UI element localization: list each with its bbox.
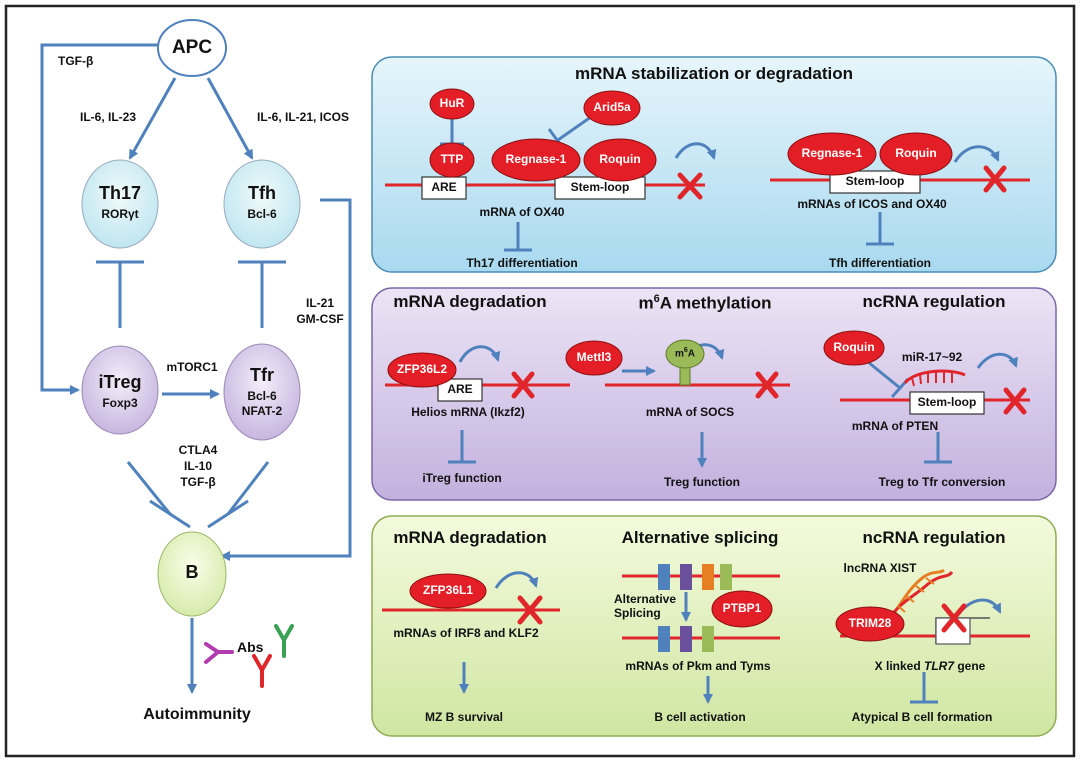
mrnas-icos-label: mRNAs of ICOS and OX40 <box>797 197 947 211</box>
tfh-tf-label: Bcl-6 <box>247 207 277 221</box>
th17-cell <box>81 159 159 249</box>
b-label: B <box>185 562 199 582</box>
tgfb-mid-label: TGF-β <box>180 475 216 489</box>
gmcsf-label: GM-CSF <box>296 312 344 326</box>
panel2-title-b: m6A methylation <box>638 293 772 313</box>
arid5a-label: Arid5a <box>593 100 631 114</box>
itreg-label: iTreg <box>98 372 142 392</box>
are-b-label: ARE <box>447 382 473 396</box>
stemloop-a-label: Stem-loop <box>570 180 630 194</box>
tfh-label: Tfh <box>248 183 276 203</box>
itreg-fn-label: iTreg function <box>422 471 502 485</box>
stemloop-c-label: Stem-loop <box>917 395 977 409</box>
itreg-tf-label: Foxp3 <box>102 396 138 410</box>
tfr-tf2-label: NFAT-2 <box>241 404 283 418</box>
abs-label: Abs <box>237 639 264 655</box>
b-cell <box>157 531 227 617</box>
are-a-label: ARE <box>431 180 457 194</box>
tfh-diff-label: Tfh differentiation <box>829 256 931 270</box>
tfr-tf1-label: Bcl-6 <box>247 389 277 403</box>
panel-regulation-treg <box>371 287 1057 501</box>
itreg-cell <box>81 345 159 435</box>
th17-diff-label: Th17 differentiation <box>466 256 578 270</box>
alt-splicing-label-2: Splicing <box>614 606 661 620</box>
il6-il21-icos-label: IL-6, IL-21, ICOS <box>257 110 350 124</box>
atypical-bcell-label: Atypical B cell formation <box>851 710 993 724</box>
il10-label: IL-10 <box>183 459 213 473</box>
mir-17-92-label: miR-17~92 <box>901 350 963 364</box>
panel2-title-c: ncRNA regulation <box>862 292 1006 311</box>
panel3-graphics <box>382 564 1030 704</box>
panel3-title-b: Alternative splicing <box>621 528 779 547</box>
mettl3-label: Mettl3 <box>576 350 612 364</box>
helios-label: Helios mRNA (Ikzf2) <box>411 405 525 419</box>
il21-label: IL-21 <box>305 296 335 310</box>
apc-cell <box>157 19 227 77</box>
lncrna-xist-label: lncRNA XIST <box>843 561 917 575</box>
th17-label: Th17 <box>98 183 142 203</box>
mrnas-irf8-label: mRNAs of IRF8 and KLF2 <box>393 626 539 640</box>
panel1-title: mRNA stabilization or degradation <box>574 64 854 83</box>
mtorc1-label: mTORC1 <box>166 360 218 374</box>
regnase1-b-label: Regnase-1 <box>801 146 863 160</box>
mrna-ox40-label: mRNA of OX40 <box>479 205 565 219</box>
apc-label: APC <box>171 37 213 58</box>
panel2-title-a: mRNA degradation <box>393 292 547 311</box>
mzb-survival-label: MZ B survival <box>424 710 504 724</box>
zfp36l1-label: ZFP36L1 <box>422 583 474 597</box>
ptbp1-label: PTBP1 <box>722 601 762 615</box>
treg-fn-label: Treg function <box>664 475 740 489</box>
roquin-b-label: Roquin <box>895 146 937 160</box>
bcell-activation-label: B cell activation <box>654 710 746 724</box>
roquin-a-label: Roquin <box>599 152 641 166</box>
trim28-label: TRIM28 <box>848 616 892 630</box>
alt-splicing-label-1: Alternative <box>614 592 677 606</box>
panel3-title-a: mRNA degradation <box>393 528 547 547</box>
hur-label: HuR <box>439 96 465 110</box>
treg-tfr-label: Treg to Tfr conversion <box>878 475 1006 489</box>
outer-frame <box>4 4 1076 758</box>
antibody-icons <box>204 624 294 688</box>
cell-network <box>40 43 352 694</box>
mrnas-pkm-label: mRNAs of Pkm and Tyms <box>625 659 771 673</box>
tfr-cell <box>223 343 301 441</box>
th17-tf-label: RORγt <box>101 207 139 221</box>
panel1-graphics <box>385 88 1030 252</box>
m6a-label: m6A <box>674 347 696 360</box>
panel3-title-c: ncRNA regulation <box>862 528 1006 547</box>
il6-il23-label: IL-6, IL-23 <box>80 110 137 124</box>
roquin-c-label: Roquin <box>833 340 875 354</box>
tlr7-gene-label: X linked TLR7 gene <box>874 659 986 673</box>
stemloop-b-label: Stem-loop <box>845 174 905 188</box>
zfp36l2-label: ZFP36L2 <box>396 362 448 376</box>
mrna-pten-label: mRNA of PTEN <box>851 419 939 433</box>
ctla4-label: CTLA4 <box>178 443 218 457</box>
autoimmunity-label: Autoimmunity <box>143 706 251 723</box>
mrna-socs-label: mRNA of SOCS <box>645 405 735 419</box>
panel-mrna-stabilization <box>371 56 1057 273</box>
tgf-beta-label: TGF-β <box>58 54 94 68</box>
tfr-label: Tfr <box>250 365 274 385</box>
tfh-cell <box>223 159 301 249</box>
panel2-graphics <box>385 330 1030 468</box>
ttp-label: TTP <box>440 152 464 166</box>
regnase1-a-label: Regnase-1 <box>505 152 567 166</box>
